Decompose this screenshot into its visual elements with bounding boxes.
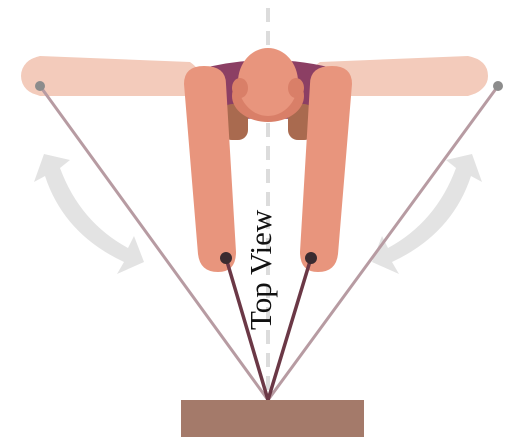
left-inner-handle-icon bbox=[220, 252, 232, 264]
left-motion-arrow-icon bbox=[34, 154, 144, 274]
cable-machine-platform bbox=[181, 400, 364, 437]
right-motion-arrow-icon bbox=[372, 154, 482, 274]
view-label: Top View bbox=[243, 209, 278, 330]
right-outer-handle-icon bbox=[493, 81, 503, 91]
left-outer-handle-icon bbox=[35, 81, 45, 91]
head-icon bbox=[232, 48, 304, 122]
right-inner-handle-icon bbox=[305, 252, 317, 264]
